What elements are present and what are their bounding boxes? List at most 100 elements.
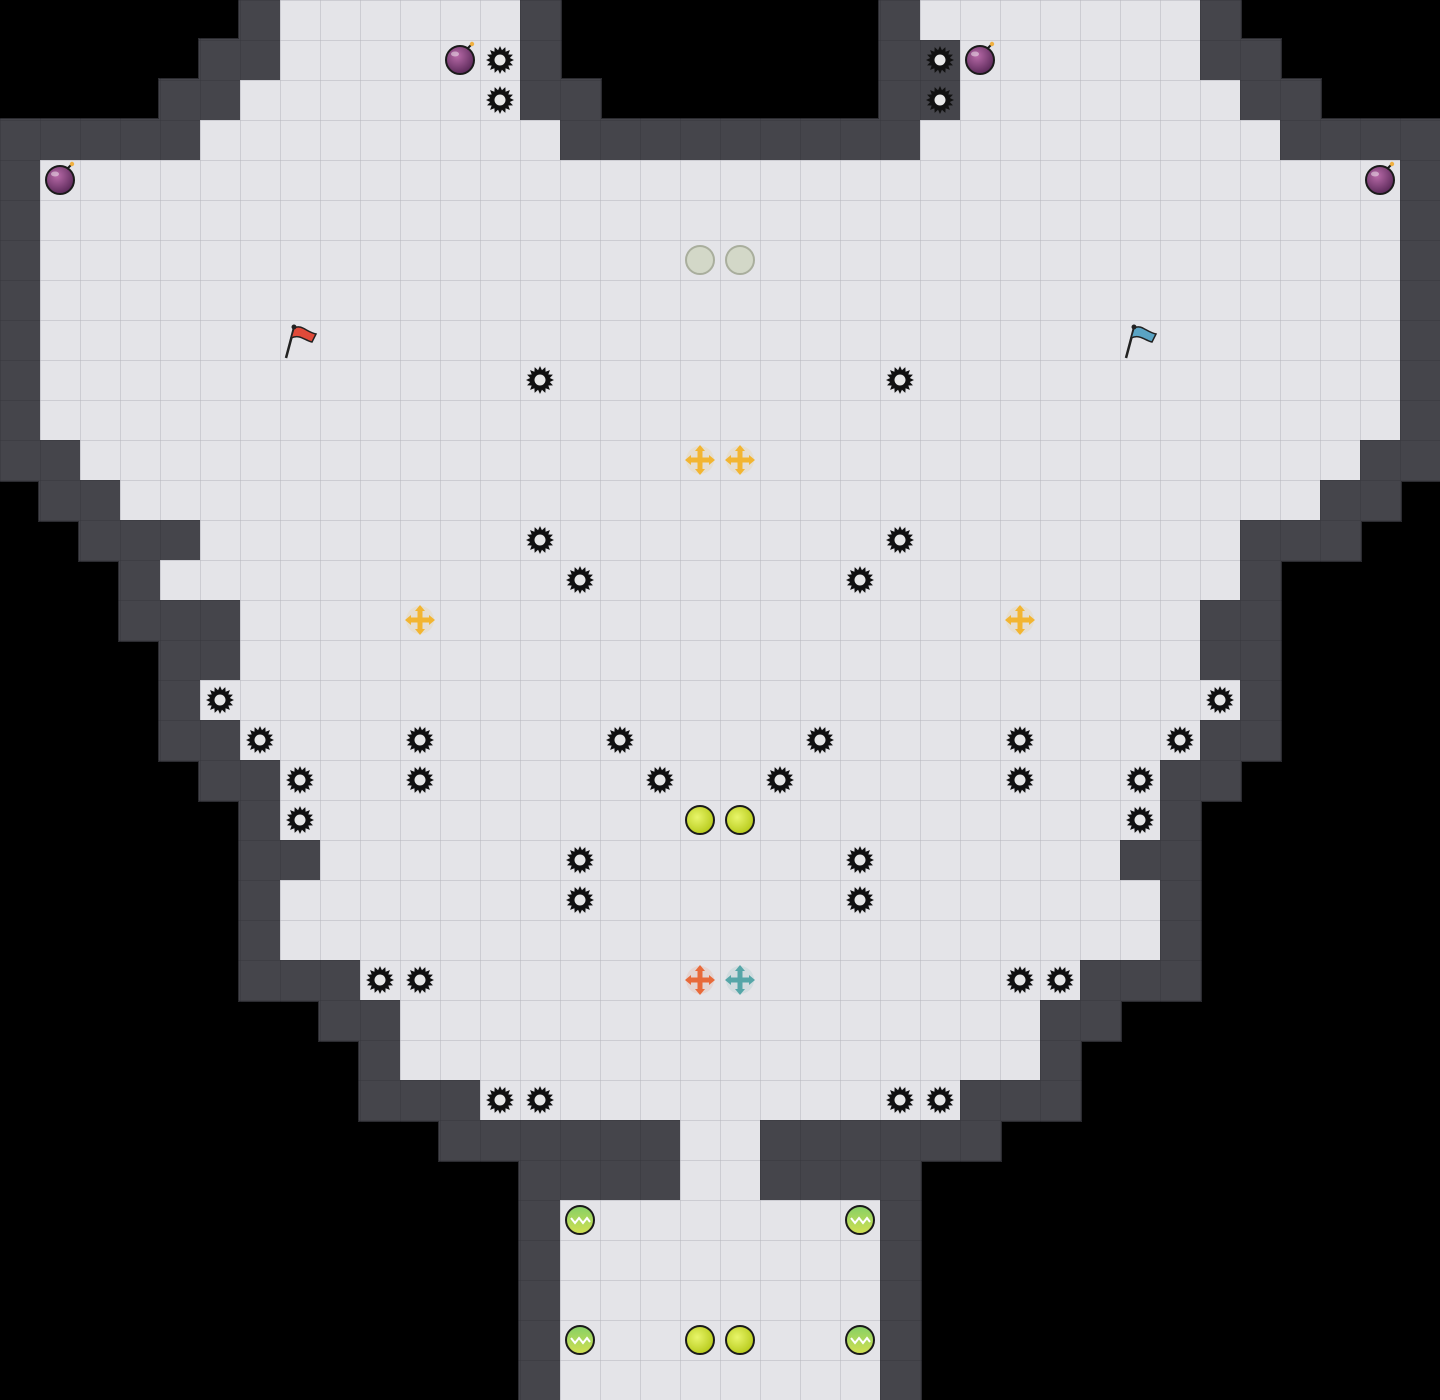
- spike-mine-icon: [1006, 766, 1034, 794]
- floor-tile: [840, 160, 880, 200]
- floor-tile: [400, 920, 440, 960]
- floor-tile: [600, 680, 640, 720]
- spike-mine-icon: [926, 86, 954, 114]
- floor-tile: [120, 160, 160, 200]
- floor-tile: [80, 400, 120, 440]
- floor-tile: [240, 280, 280, 320]
- floor-tile: [920, 360, 960, 400]
- floor-tile: [240, 200, 280, 240]
- floor-tile: [160, 400, 200, 440]
- floor-tile: [320, 40, 360, 80]
- floor-tile: [440, 840, 480, 880]
- floor-tile: [1120, 640, 1160, 680]
- spike-mine-icon: [286, 766, 314, 794]
- floor-tile: [760, 1360, 800, 1400]
- floor-tile: [440, 960, 480, 1000]
- spike-mine-icon: [1126, 806, 1154, 834]
- floor-tile: [840, 600, 880, 640]
- floor-tile: [360, 920, 400, 960]
- floor-tile: [600, 200, 640, 240]
- floor-tile: [880, 400, 920, 440]
- floor-tile: [1040, 920, 1080, 960]
- wall-tile-fill: [879, 39, 921, 81]
- floor-tile: [880, 960, 920, 1000]
- floor-tile: [840, 1240, 880, 1280]
- floor-tile: [360, 280, 400, 320]
- wall-tile-fill: [199, 759, 241, 801]
- floor-tile: [1080, 200, 1120, 240]
- floor-tile: [360, 640, 400, 680]
- floor-tile: [840, 480, 880, 520]
- floor-tile: [880, 640, 920, 680]
- wall-tile-fill: [879, 1279, 921, 1321]
- floor-tile: [800, 560, 840, 600]
- floor-tile: [1320, 360, 1360, 400]
- floor-tile: [160, 160, 200, 200]
- floor-tile: [760, 320, 800, 360]
- spike-mine-icon: [926, 46, 954, 74]
- floor-tile: [120, 480, 160, 520]
- floor-tile: [720, 1120, 760, 1160]
- floor-tile: [400, 800, 440, 840]
- floor-tile: [320, 240, 360, 280]
- floor-tile: [240, 120, 280, 160]
- floor-tile: [960, 400, 1000, 440]
- floor-tile: [480, 160, 520, 200]
- floor-tile: [760, 640, 800, 680]
- speed-pad-icon: [845, 1325, 875, 1355]
- floor-tile: [1040, 880, 1080, 920]
- floor-tile: [320, 840, 360, 880]
- floor-tile: [1120, 0, 1160, 40]
- floor-tile: [680, 200, 720, 240]
- floor-tile: [200, 440, 240, 480]
- floor-tile: [800, 440, 840, 480]
- floor-tile: [680, 400, 720, 440]
- floor-tile: [160, 320, 200, 360]
- floor-tile: [520, 280, 560, 320]
- floor-tile: [560, 200, 600, 240]
- floor-tile: [960, 920, 1000, 960]
- wall-tile-fill: [159, 599, 201, 641]
- wall-tile-fill: [999, 1079, 1041, 1121]
- floor-tile: [400, 280, 440, 320]
- bomb-icon: [445, 41, 475, 75]
- floor-tile: [1200, 120, 1240, 160]
- wall-tile-fill: [1159, 839, 1201, 881]
- floor-tile: [640, 480, 680, 520]
- floor-tile: [880, 200, 920, 240]
- floor-tile: [200, 520, 240, 560]
- floor-tile: [160, 200, 200, 240]
- floor-tile: [1080, 0, 1120, 40]
- floor-tile: [520, 560, 560, 600]
- wall-tile-fill: [199, 599, 241, 641]
- floor-tile: [320, 200, 360, 240]
- floor-tile: [760, 1280, 800, 1320]
- floor-tile: [1000, 560, 1040, 600]
- floor-tile: [920, 200, 960, 240]
- spike-mine-icon: [806, 726, 834, 754]
- floor-tile: [320, 320, 360, 360]
- yellow-gate-icon: [685, 1325, 715, 1355]
- floor-tile: [440, 1000, 480, 1040]
- floor-tile: [1200, 160, 1240, 200]
- floor-tile: [1000, 320, 1040, 360]
- floor-tile: [1000, 120, 1040, 160]
- floor-tile: [800, 480, 840, 520]
- floor-tile: [960, 0, 1000, 40]
- floor-tile: [240, 640, 280, 680]
- floor-tile: [520, 600, 560, 640]
- floor-tile: [760, 520, 800, 560]
- spike-mine-icon: [846, 566, 874, 594]
- floor-tile: [1040, 840, 1080, 880]
- floor-tile: [600, 440, 640, 480]
- floor-tile: [640, 1280, 680, 1320]
- floor-tile: [1120, 680, 1160, 720]
- floor-tile: [680, 880, 720, 920]
- floor-tile: [480, 0, 520, 40]
- floor-tile: [1040, 320, 1080, 360]
- floor-tile: [1000, 360, 1040, 400]
- floor-tile: [680, 1040, 720, 1080]
- floor-tile: [480, 120, 520, 160]
- speed-pad-icon: [565, 1325, 595, 1355]
- floor-tile: [200, 280, 240, 320]
